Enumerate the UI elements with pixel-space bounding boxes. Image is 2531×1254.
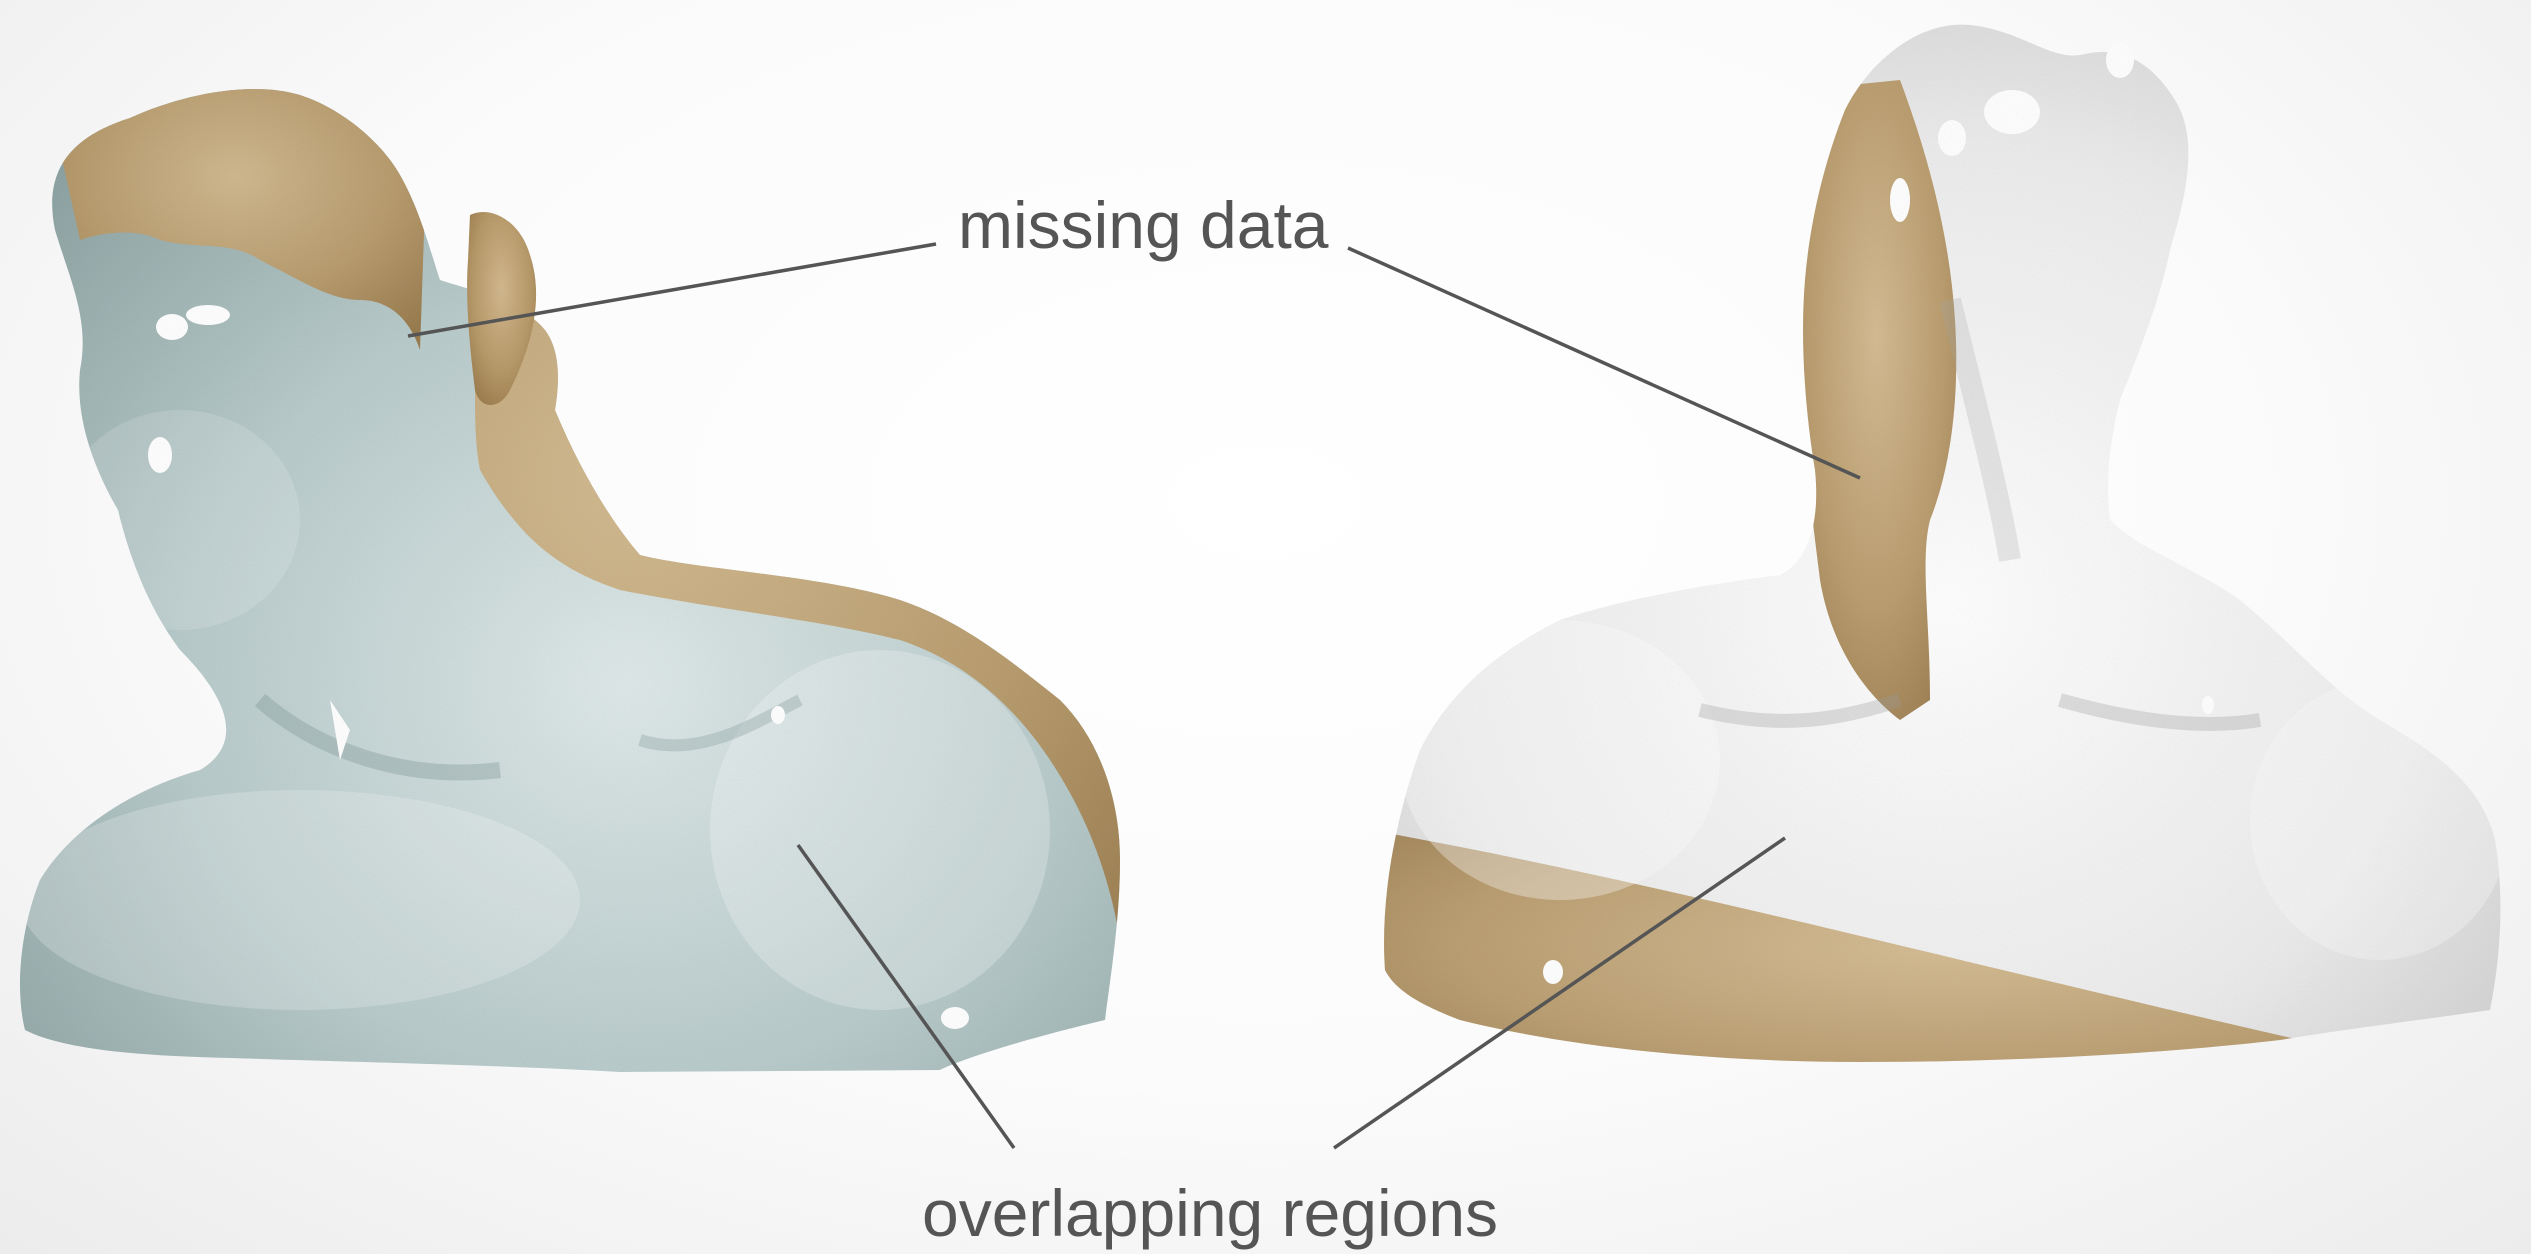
missing-leader-right (1348, 248, 1860, 478)
missing-data-label: missing data (958, 192, 1329, 258)
right-head-scan (1370, 0, 2520, 1120)
overlapping-regions-label: overlapping regions (922, 1180, 1498, 1246)
